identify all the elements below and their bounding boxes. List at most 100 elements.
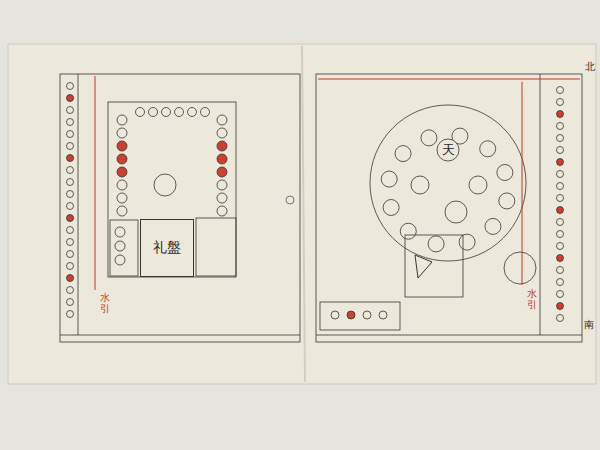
- vessel-circle: [383, 199, 399, 215]
- vessel-circle: [67, 311, 74, 318]
- vessel-circle: [175, 108, 184, 117]
- vessel-circle: [67, 251, 74, 258]
- vessel-circle: [115, 241, 125, 251]
- vessel-circle: [217, 206, 227, 216]
- vessel-circle: [201, 108, 210, 117]
- vessel-circle: [557, 219, 564, 226]
- vessel-circle: [117, 141, 127, 151]
- vessel-circle: [557, 171, 564, 178]
- vessel-circle: [557, 279, 564, 286]
- vessel-circle: [381, 171, 397, 187]
- vessel-circle: [67, 227, 74, 234]
- vessel-circle: [557, 111, 564, 118]
- vessel-circle: [557, 315, 564, 322]
- vessel-circle: [480, 141, 496, 157]
- vessel-circle: [67, 143, 74, 150]
- vessel-circle: [188, 108, 197, 117]
- vessel-circle: [421, 130, 437, 146]
- vessel-circle: [411, 176, 429, 194]
- vessel-circle: [347, 311, 355, 319]
- vessel-circle: [497, 165, 513, 181]
- vessel-circle: [217, 193, 227, 203]
- vessel-circle: [136, 108, 145, 117]
- vessel-circle: [217, 180, 227, 190]
- vessel-circle: [557, 123, 564, 130]
- vessel-circle: [67, 203, 74, 210]
- vessel-circle: [162, 108, 171, 117]
- vessel-circle: [557, 267, 564, 274]
- vessel-circle: [117, 167, 127, 177]
- vessel-circle: [115, 255, 125, 265]
- vessel-circle: [115, 227, 125, 237]
- vessel-circle: [67, 287, 74, 294]
- vessel-circle: [557, 243, 564, 250]
- node-text: 礼盤: [153, 240, 181, 255]
- vessel-circle: [117, 180, 127, 190]
- vessel-circle: [117, 115, 127, 125]
- vessel-circle: [67, 239, 74, 246]
- vessel-circle: [363, 311, 371, 319]
- vessel-circle: [67, 263, 74, 270]
- vessel-circle: [117, 206, 127, 216]
- vessel-circle: [67, 95, 74, 102]
- vessel-circle: [485, 218, 501, 234]
- red-rule-lines: [95, 76, 580, 290]
- vessel-circle: [67, 83, 74, 90]
- vessel-circle: [149, 108, 158, 117]
- vessel-circle: [379, 311, 387, 319]
- vessel-circle: [117, 193, 127, 203]
- panel-frames: [60, 74, 582, 342]
- vessel-circle: [331, 311, 339, 319]
- fold-line: [302, 46, 305, 382]
- vessel-circle: [557, 87, 564, 94]
- vessel-circle: [67, 155, 74, 162]
- node-text: 天: [442, 143, 455, 157]
- paper-sheet: [8, 44, 596, 384]
- water-curtain-note: 水引: [527, 288, 537, 310]
- vessel-circle: [67, 179, 74, 186]
- vessel-circle: [117, 128, 127, 138]
- vessel-circle: [557, 135, 564, 142]
- vessel-circle: [154, 174, 176, 196]
- vessel-circle: [217, 141, 227, 151]
- vessel-circle-node: 天: [436, 138, 460, 162]
- vessel-circle: [557, 231, 564, 238]
- vessel-circle: [428, 236, 444, 252]
- circle-outline: [437, 139, 459, 161]
- direction-mark: 北: [585, 60, 595, 74]
- vessel-circle: [67, 215, 74, 222]
- altar-platform-box: 礼盤: [140, 219, 194, 277]
- offering-vessels: [67, 83, 564, 322]
- vessel-circle: [557, 195, 564, 202]
- vessel-circle: [67, 275, 74, 282]
- vessel-circle: [499, 193, 515, 209]
- vessel-circle: [67, 167, 74, 174]
- stain: [286, 196, 294, 204]
- vessel-circle: [557, 207, 564, 214]
- vessel-circle: [557, 159, 564, 166]
- vessel-circle: [459, 234, 475, 250]
- vessel-circle: [67, 131, 74, 138]
- vessel-circle: [217, 167, 227, 177]
- vessel-circle: [557, 183, 564, 190]
- vessel-circle: [557, 255, 564, 262]
- vessel-circle: [217, 115, 227, 125]
- vessel-circle: [67, 191, 74, 198]
- vessel-circle: [557, 291, 564, 298]
- vessel-circle: [557, 147, 564, 154]
- vessel-circle: [67, 299, 74, 306]
- vessel-circle: [117, 154, 127, 164]
- direction-mark: 南: [584, 318, 594, 332]
- vessel-circle: [400, 223, 416, 239]
- water-curtain-note: 水引: [100, 292, 110, 314]
- vessel-circle: [557, 99, 564, 106]
- triangle-symbol: [415, 255, 432, 278]
- vessel-circle: [469, 176, 487, 194]
- vessel-circle: [67, 107, 74, 114]
- vessel-circle: [217, 128, 227, 138]
- vessel-circle: [67, 119, 74, 126]
- vessel-circle: [557, 303, 564, 310]
- vessel-circle: [395, 146, 411, 162]
